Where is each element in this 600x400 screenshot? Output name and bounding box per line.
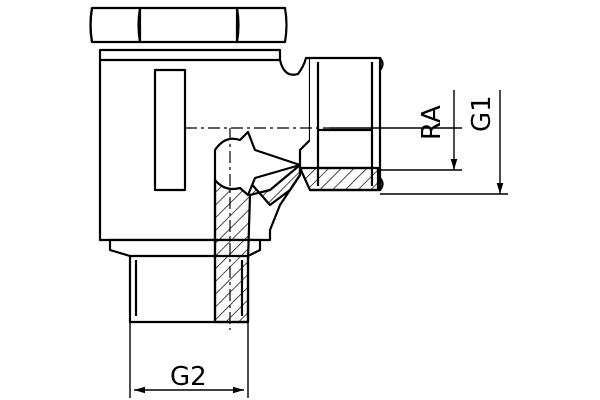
dimension-lines [129,90,508,398]
center-lines [185,127,330,330]
valve-poppet [213,130,302,197]
hex-nut [89,6,288,44]
ra-label: RA [417,105,447,140]
section-view [213,163,380,324]
g1-label: G1 [467,95,497,132]
g2-label: G2 [170,362,207,392]
fitting-body [98,48,312,242]
